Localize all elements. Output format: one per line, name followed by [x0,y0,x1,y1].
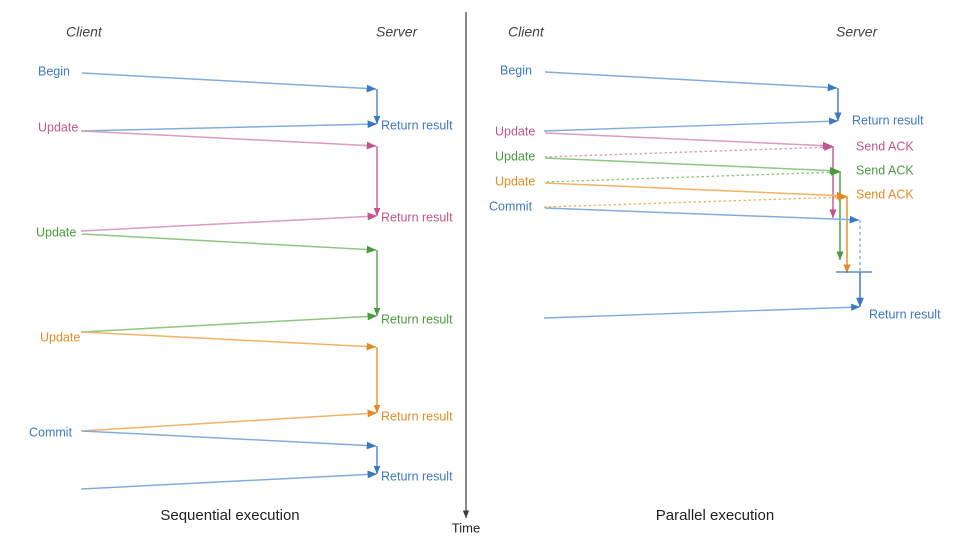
request-label-parallel-begin: Begin [500,63,532,77]
response-label-sequential-update-1: Return result [381,210,453,224]
request-label-parallel-update-2: Update [495,149,535,163]
request-arrow-sequential-commit [81,430,377,450]
request-arrow-sequential-begin [81,72,377,93]
request-arrow-parallel-commit [544,207,860,224]
request-label-sequential-begin: Begin [38,64,70,78]
response-label-parallel-commit: Return result [869,307,941,321]
request-label-sequential-update-3: Update [40,330,80,344]
request-arrow-parallel-update-3 [544,182,847,200]
ack-arrow-parallel-update-3 [543,193,848,208]
actor-label-parallel-client: Client [508,24,545,40]
response-arrow-sequential-update-3 [80,409,378,432]
actor-label-parallel-server: Server [836,24,879,40]
response-label-sequential-begin: Return result [381,118,453,132]
response-arrow-sequential-begin [80,120,378,132]
request-label-sequential-update-1: Update [38,120,78,134]
response-label-parallel-begin: Return result [852,113,924,127]
panel-caption-parallel: Parallel execution [656,507,774,524]
actor-label-sequential-server: Server [376,24,419,40]
response-label-parallel-update-1: Send ACK [856,139,914,153]
request-arrow-sequential-update-3 [81,331,377,351]
response-arrow-sequential-update-1 [80,212,378,232]
response-arrow-sequential-commit [80,470,378,490]
response-label-sequential-commit: Return result [381,469,453,483]
request-arrow-parallel-update-1 [544,132,833,150]
ack-arrow-parallel-update-2 [543,168,841,183]
request-label-sequential-update-2: Update [36,225,76,239]
request-arrow-parallel-begin [544,71,838,92]
request-label-parallel-update-1: Update [495,124,535,138]
request-arrow-sequential-update-1 [81,130,377,150]
request-arrow-sequential-update-2 [81,233,377,254]
request-label-parallel-update-3: Update [495,174,535,188]
request-arrow-parallel-update-2 [544,157,840,175]
response-arrow-parallel-begin [543,117,839,132]
request-label-parallel-commit: Commit [489,199,533,213]
actor-label-sequential-client: Client [66,24,103,40]
response-arrow-sequential-update-2 [80,312,378,333]
response-arrow-parallel-commit [543,303,861,319]
time-axis-label: Time [452,520,480,535]
response-label-sequential-update-2: Return result [381,312,453,326]
ack-arrow-parallel-update-1 [543,143,834,158]
response-label-parallel-update-2: Send ACK [856,163,914,177]
panel-caption-sequential: Sequential execution [160,507,299,524]
response-label-sequential-update-3: Return result [381,409,453,423]
request-label-sequential-commit: Commit [29,425,73,439]
response-label-parallel-update-3: Send ACK [856,187,914,201]
